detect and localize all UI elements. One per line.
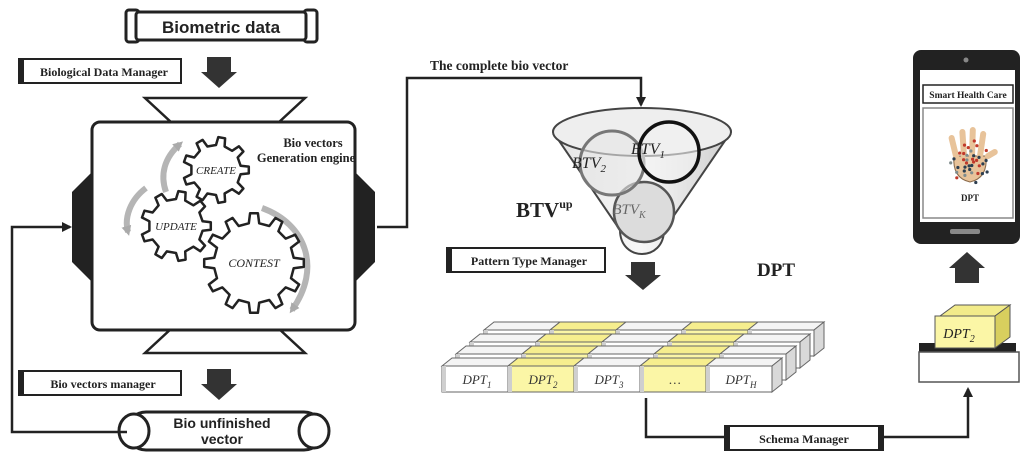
engine-title-line1: Bio vectors [283,136,342,150]
dpt-cell [441,365,509,393]
dpt-cell-top [746,321,826,331]
dpt-table: DPT1 DPT2 DPT3 … DPTH [440,320,826,394]
bio-vectors-manager-tag: Bio vectors manager [18,370,182,396]
dpt-cell-top [506,357,586,367]
biometric-data-node: Biometric data [124,8,319,44]
cycle-arrow-icon [160,141,184,193]
btv-1-label: BTV1 [631,141,665,161]
dpt-cell-side [771,356,783,394]
pattern-type-manager-tag: Pattern Type Manager [446,247,606,273]
dpt-cell-side [785,344,797,382]
dpt-cell-top [534,333,614,343]
dpt-cell-side [799,332,811,370]
dpt-cell-edge [640,366,644,392]
tablet-header: Smart Health Care [929,91,1006,101]
biometric-data-label: Biometric data [162,18,281,37]
dpt-cell-top [666,333,746,343]
btv-2-label: BTV2 [572,155,606,175]
dpt-title: DPT [757,260,795,281]
dpt-cell-top [680,321,760,331]
dpt-cell [573,365,641,393]
dpt-cell-side [813,320,825,358]
dpt-cell-label: DPTH [724,372,757,390]
dpt-cell-top [572,357,652,367]
bio-vectors-manager-label: Bio vectors manager [50,377,156,391]
down-arrow-icon [201,57,237,88]
complete-bio-vector-arrow [377,76,646,229]
selected-dpt-tray [918,304,1020,383]
dpt-cell-top [718,345,798,355]
cycle-arrow-icon [260,205,311,314]
selected-dpt-label: DPT2 [942,327,974,345]
complete-bio-vector-label: The complete bio vector [430,58,568,73]
dpt-cell-top [614,321,694,331]
dpt-cell-top [652,345,732,355]
up-arrow-icon [949,252,985,283]
bio-unfinished-line1: Bio unfinished [173,415,270,431]
hand-pattern-icon [948,127,998,185]
dpt-cell-label: … [669,372,681,387]
btv-funnel [551,107,733,255]
dpt-cell-edge [574,366,578,392]
gears-group: CREATE UPDATE CONTEST [140,135,306,315]
schema-manager-label: Schema Manager [759,432,849,446]
gear-label: UPDATE [155,221,197,233]
dpt-cell-label: DPT3 [593,372,624,390]
btv-up-label: BTVup [516,197,573,222]
pattern-type-manager-label: Pattern Type Manager [471,254,588,268]
engine-title-line2: Generation engine [257,151,356,165]
bio-unfinished-line2: vector [201,431,244,447]
gear-icon [182,135,251,205]
dpt-cell-top [468,333,548,343]
cycle-arrow-icon [121,185,148,236]
tablet-device: Smart Health Care [913,50,1020,244]
gear-icon [140,189,213,263]
biological-data-manager-label: Biological Data Manager [40,65,169,79]
gear-label: CONTEST [228,256,281,270]
dpt-cell-top [454,345,534,355]
dpt-cell-edge [442,366,446,392]
tablet-caption: DPT [961,193,979,203]
gear-icon [202,211,306,315]
dpt-cell-top [732,333,812,343]
dpt-cell-label: DPT1 [461,372,491,390]
dpt-cell-top [482,321,562,331]
down-arrow-icon [201,369,237,400]
dpt-cell-top [704,357,784,367]
gear-label: CREATE [196,165,236,177]
schema-manager-tag: Schema Manager [724,425,884,451]
dpt-cell-top [440,357,520,367]
dpt-cell-edge [706,366,710,392]
dpt-cell-top [520,345,600,355]
bio-unfinished-vector-node: Bio unfinished vector [117,410,331,452]
dpt-cell-top [638,357,718,367]
biological-data-manager-tag: Biological Data Manager [18,58,182,84]
dpt-cell-label: DPT2 [527,372,558,390]
down-arrow-icon [625,262,661,290]
dpt-cell-top [586,345,666,355]
dpt-cell-top [548,321,628,331]
feedback-arrow [10,222,127,434]
dpt-cell-edge [508,366,512,392]
btv-k-label: BTVK [612,202,647,221]
dpt-cell-top [600,333,680,343]
dpt-cell [639,365,707,393]
